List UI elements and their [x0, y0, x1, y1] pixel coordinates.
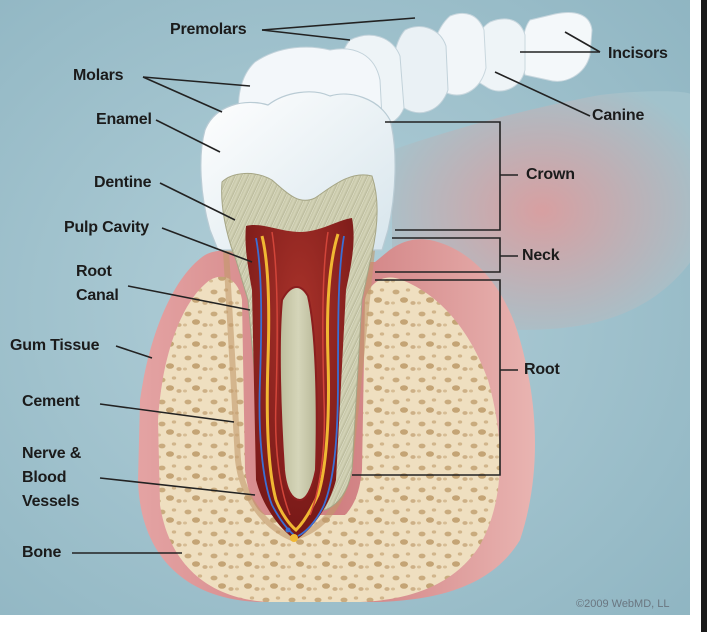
label-nerve-blood-vessels: Nerve & Blood Vessels	[22, 445, 82, 510]
label-cement: Cement	[22, 393, 80, 410]
label-incisors: Incisors	[608, 45, 668, 62]
blood-vessel-right	[297, 235, 345, 537]
copyright-notice: ©2009 WebMD, LL	[576, 598, 670, 610]
label-molars: Molars	[73, 67, 124, 84]
label-premolars: Premolars	[170, 21, 247, 38]
bone	[158, 276, 500, 602]
root-core	[278, 286, 318, 502]
label-neck: Neck	[522, 247, 560, 264]
vessel-dot	[285, 527, 291, 533]
nerve	[260, 233, 340, 533]
label-canine: Canine	[592, 107, 645, 124]
label-crown: Crown	[526, 166, 575, 183]
label-enamel: Enamel	[96, 111, 152, 128]
artery-left	[271, 231, 291, 516]
blood-vessel-left	[255, 237, 295, 536]
apical-foramen	[290, 534, 298, 542]
label-root: Root	[524, 361, 560, 378]
right-border	[701, 0, 707, 632]
label-gum-tissue: Gum Tissue	[10, 337, 100, 354]
artery-right	[309, 231, 329, 516]
label-bone: Bone	[22, 544, 62, 561]
label-root-canal: Root Canal	[76, 263, 119, 304]
label-dentine: Dentine	[94, 174, 152, 191]
label-pulp-cavity: Pulp Cavity	[64, 219, 149, 236]
leader-lines	[72, 17, 601, 554]
